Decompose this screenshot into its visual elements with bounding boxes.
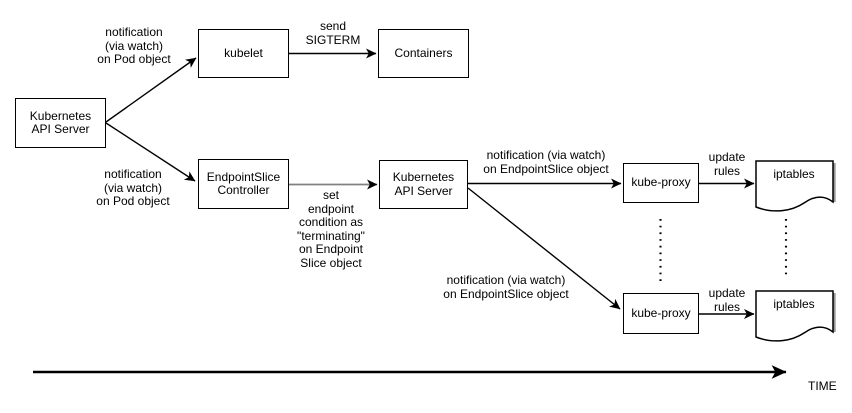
node-label: EndpointSlice Controller [206, 169, 281, 197]
node-kubernetes-api-server-mid: Kubernetes API Server [379, 160, 468, 209]
node-label: Kubernetes API Server [392, 170, 455, 198]
node-endpointslice-controller: EndpointSlice Controller [198, 159, 289, 209]
edge-label-update-rules-1: update rules [708, 150, 746, 178]
node-kube-proxy-2: kube-proxy [623, 293, 699, 334]
node-containers: Containers [378, 29, 469, 78]
label-iptables-2: iptables [773, 297, 815, 311]
edge-label-notification-endpointslice-top: notification (via watch) on EndpointSlic… [483, 148, 609, 176]
time-axis-label: TIME [808, 379, 837, 393]
node-label: Containers [394, 45, 453, 60]
iptables-shape-1-outline [755, 160, 834, 212]
arrow-apiserver-to-kubeproxy-2 [467, 187, 621, 310]
iptables-shape-2-outline [755, 290, 834, 342]
node-kubernetes-api-server-left: Kubernetes API Server [15, 98, 106, 148]
arrow-apiserver-to-endpointslice-controller [105, 122, 196, 182]
node-label: Kubernetes API Server [29, 108, 92, 136]
edge-label-set-endpoint-condition: set endpoint condition as "terminating" … [297, 188, 365, 270]
arrow-apiserver-to-kubelet [105, 57, 197, 123]
edge-label-notification-pod-top: notification (via watch) on Pod object [97, 25, 171, 66]
node-label: kube-proxy [631, 175, 691, 190]
edge-label-send-sigterm: send SIGTERM [305, 19, 361, 47]
node-kube-proxy-1: kube-proxy [623, 163, 699, 203]
iptables-shape-1 [755, 160, 836, 212]
iptables-shape-2 [755, 290, 836, 342]
edge-label-update-rules-2: update rules [708, 286, 746, 314]
edge-label-notification-pod-bottom: notification (via watch) on Pod object [96, 167, 170, 208]
edge-label-notification-endpointslice-bottom: notification (via watch) on EndpointSlic… [443, 273, 569, 301]
node-label: kubelet [224, 45, 263, 60]
node-kubelet: kubelet [198, 29, 289, 78]
node-label: kube-proxy [631, 305, 691, 320]
label-iptables-1: iptables [773, 167, 815, 181]
